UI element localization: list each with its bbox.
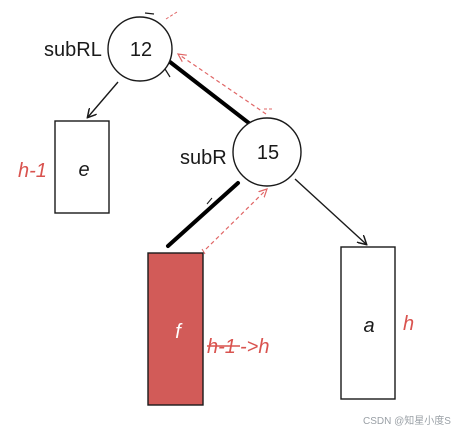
tick-mark: [165, 11, 178, 20]
subtree-f-height-new: ->h: [240, 336, 269, 358]
node-subRL-circle: [107, 16, 173, 82]
tick-mark: [164, 68, 171, 78]
node-subR-name: subR: [180, 147, 227, 169]
edge-subRL-to-subR-bold: [168, 60, 256, 129]
node-subR-circle: [232, 117, 302, 187]
node-subR-value: 15: [257, 142, 279, 164]
rotation-arrow-to-subRL: [178, 54, 267, 115]
node-subRL-value: 12: [130, 39, 152, 61]
subtree-f-box: [147, 252, 204, 406]
rotation-arrow-to-subR: [205, 189, 267, 250]
subtree-f-height-old: h-1: [207, 336, 236, 358]
subtree-a-label: a: [363, 315, 374, 337]
node-subRL-name: subRL: [44, 39, 102, 61]
edge-subR-to-a: [294, 178, 366, 244]
tick-mark: [144, 12, 155, 15]
tick-mark: [201, 248, 206, 255]
subtree-a-height: h: [403, 313, 414, 335]
subtree-a-box: [340, 246, 396, 400]
subtree-e-box: [54, 120, 110, 214]
watermark-text: CSDN @知星小度S: [363, 414, 451, 427]
subtree-f-label: f: [175, 321, 183, 343]
subtree-e-height: h-1: [18, 160, 47, 182]
edge-subR-to-f-bold: [166, 181, 240, 248]
edge-subRL-to-e: [88, 81, 119, 117]
tick-mark: [206, 197, 213, 205]
subtree-e-label: e: [78, 159, 89, 181]
